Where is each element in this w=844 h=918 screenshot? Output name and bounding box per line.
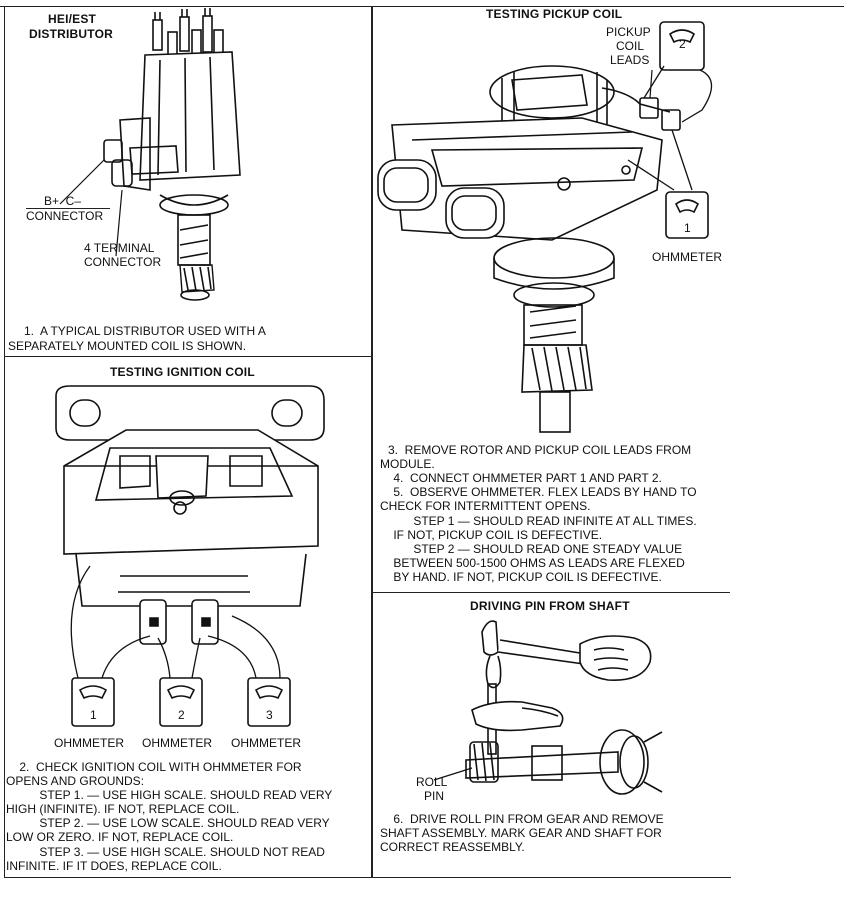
label-bc-connector-line2: CONNECTOR bbox=[26, 209, 104, 223]
cap-towers bbox=[152, 8, 224, 59]
ignition-step-line: STEP 3. — USE HIGH SCALE. SHOULD NOT REA… bbox=[6, 845, 325, 859]
frame-right-mid-rule bbox=[372, 592, 730, 593]
ignition-step-line: OPENS AND GROUNDS: bbox=[6, 774, 145, 788]
hei-title-line1: HEI/EST bbox=[48, 12, 97, 26]
frame-center-rule bbox=[371, 6, 373, 878]
hei-title-line2: DISTRIBUTOR bbox=[29, 27, 113, 41]
pickup-meter-1-number: 1 bbox=[684, 221, 691, 235]
frame-bottom-rule bbox=[4, 877, 731, 878]
ignition-meter-3-number: 3 bbox=[266, 708, 273, 722]
label-roll-pin-line2: PIN bbox=[424, 789, 445, 803]
driving-pin-drawing bbox=[433, 620, 663, 795]
label-pickup-ohmmeter: OHMMETER bbox=[652, 250, 722, 264]
hei-caption-line2: SEPARATELY MOUNTED COIL IS SHOWN. bbox=[8, 339, 247, 353]
label-roll-pin-line1: ROLL bbox=[416, 775, 448, 789]
frame-left-rule bbox=[4, 6, 5, 878]
pin-step-line: SHAFT ASSEMBLY. MARK GEAR AND SHAFT FOR bbox=[380, 826, 662, 840]
pickup-title: TESTING PICKUP COIL bbox=[486, 7, 623, 21]
pickup-step-line: MODULE. bbox=[380, 457, 435, 471]
frame-left-mid-rule bbox=[4, 356, 372, 357]
pickup-step-line: STEP 1 — SHOULD READ INFINITE AT ALL TIM… bbox=[380, 514, 697, 528]
ignition-step-line: LOW OR ZERO. IF NOT, REPLACE COIL. bbox=[6, 830, 234, 844]
ignition-ohmmeter-3-label: OHMMETER bbox=[231, 736, 301, 750]
pickup-step-line: 3. REMOVE ROTOR AND PICKUP COIL LEADS FR… bbox=[388, 443, 692, 457]
pin-step-line: CORRECT REASSEMBLY. bbox=[380, 840, 525, 854]
label-pickup-leads-line1: PICKUP bbox=[606, 25, 651, 39]
ignition-step-line: STEP 2. — USE LOW SCALE. SHOULD READ VER… bbox=[6, 816, 330, 830]
pickup-step-line: BETWEEN 500-1500 OHMS AS LEADS ARE FLEXE… bbox=[380, 556, 685, 570]
hei-caption-line1: 1. A TYPICAL DISTRIBUTOR USED WITH A bbox=[24, 324, 266, 338]
ignition-title: TESTING IGNITION COIL bbox=[110, 365, 255, 379]
pickup-meter-2-number: 2 bbox=[679, 37, 686, 51]
frame-top-rule bbox=[0, 6, 844, 7]
ignition-step-line: STEP 1. — USE HIGH SCALE. SHOULD READ VE… bbox=[6, 788, 333, 802]
pickup-coil-drawing bbox=[377, 21, 713, 433]
ignition-step-line: HIGH (INFINITE). IF NOT, REPLACE COIL. bbox=[6, 802, 240, 816]
ignition-meter-2-number: 2 bbox=[178, 708, 185, 722]
pin-title: DRIVING PIN FROM SHAFT bbox=[470, 599, 630, 613]
hei-distributor-drawing bbox=[59, 8, 241, 301]
pin-step-line: 6. DRIVE ROLL PIN FROM GEAR AND REMOVE bbox=[380, 812, 664, 826]
ignition-ohmmeter-1-label: OHMMETER bbox=[54, 736, 124, 750]
pickup-step-line: 5. OBSERVE OHMMETER. FLEX LEADS BY HAND … bbox=[380, 485, 697, 499]
label-pickup-leads-line3: LEADS bbox=[610, 53, 650, 67]
ignition-coil-drawing bbox=[55, 385, 325, 727]
label-bc-connector-underline bbox=[26, 208, 110, 209]
label-bc-connector-line1: B+ C– bbox=[44, 194, 82, 208]
ignition-step-line: INFINITE. IF IT DOES, REPLACE COIL. bbox=[6, 859, 222, 873]
label-4-terminal-line1: 4 TERMINAL bbox=[84, 241, 155, 255]
pickup-step-line: IF NOT, PICKUP COIL IS DEFECTIVE. bbox=[380, 528, 603, 542]
pickup-step-line: BY HAND. IF NOT, PICKUP COIL IS DEFECTIV… bbox=[380, 570, 662, 584]
ignition-meter-1-number: 1 bbox=[90, 708, 97, 722]
label-pickup-leads-line2: COIL bbox=[616, 39, 645, 53]
pickup-step-line: CHECK FOR INTERMITTENT OPENS. bbox=[380, 499, 591, 513]
pickup-step-line: STEP 2 — SHOULD READ ONE STEADY VALUE bbox=[380, 542, 683, 556]
label-4-terminal-line2: CONNECTOR bbox=[84, 255, 162, 269]
ignition-ohmmeter-2-label: OHMMETER bbox=[142, 736, 212, 750]
pickup-step-line: 4. CONNECT OHMMETER PART 1 AND PART 2. bbox=[380, 471, 662, 485]
ignition-step-line: 2. CHECK IGNITION COIL WITH OHMMETER FOR bbox=[6, 760, 302, 774]
